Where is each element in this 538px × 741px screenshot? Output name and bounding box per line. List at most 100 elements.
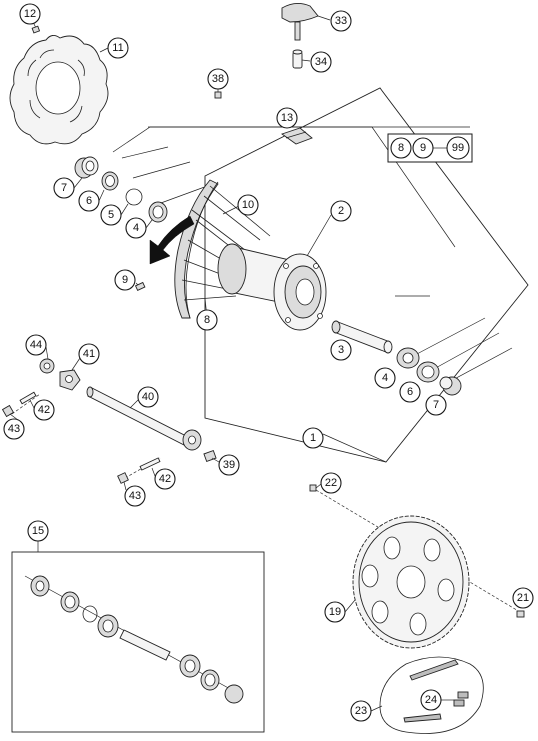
callout-4-left: 4 [125,217,147,239]
svg-text:42: 42 [159,473,171,485]
spacer-right [439,376,462,396]
adjuster-screw-lower [124,457,161,479]
callout-6-left: 6 [78,190,100,212]
chain-link [453,691,469,707]
shaft-seal-right [416,361,440,383]
callout-4-right: 4 [374,367,396,389]
svg-text:23: 23 [355,705,367,717]
svg-text:38: 38 [212,73,224,85]
svg-text:41: 41 [83,348,95,360]
svg-text:9: 9 [122,274,128,286]
callout-8: 8 [196,309,218,331]
wheel-spindle [86,386,202,451]
sprocket-nut [516,610,525,618]
callout-9: 9 [114,269,136,291]
svg-text:42: 42 [38,404,50,416]
callout-6-right: 6 [399,381,421,403]
callout-40: 40 [137,386,159,408]
callout-41: 41 [78,343,100,365]
svg-text:34: 34 [315,56,327,68]
callout-38: 38 [207,68,229,90]
callout-39: 39 [218,454,240,476]
bearing-left [148,201,168,223]
adjuster-locknut-lower [117,472,129,484]
svg-text:10: 10 [242,199,254,211]
callout-44: 44 [25,334,47,356]
svg-text:8: 8 [398,142,404,154]
callout-23: 23 [350,700,372,722]
svg-text:6: 6 [86,195,92,207]
svg-text:6: 6 [407,386,413,398]
wheel-hub [217,243,327,331]
svg-text:43: 43 [8,423,20,435]
svg-text:39: 39 [223,459,235,471]
svg-text:13: 13 [281,112,293,124]
wheel-rim [174,179,219,319]
svg-text:40: 40 [142,391,154,403]
svg-text:15: 15 [32,525,44,537]
callout-33: 33 [330,10,352,32]
svg-text:19: 19 [329,606,341,618]
svg-text:33: 33 [335,15,347,27]
callout-leaders [9,47,454,712]
adjuster-screw-upper [11,391,41,415]
callout-21: 21 [512,587,534,609]
svg-text:99: 99 [452,142,464,154]
spacer-left [74,156,99,179]
svg-text:4: 4 [382,372,388,384]
svg-text:3: 3 [338,344,344,356]
callout-43-lower: 43 [124,485,146,507]
kit-box-part-a: 8 [390,137,412,159]
svg-text:7: 7 [61,182,67,194]
callout-12: 12 [19,3,41,25]
callout-2: 2 [330,200,352,222]
callout-5: 5 [100,204,122,226]
svg-text:2: 2 [338,205,344,217]
shaft-seal-left [101,171,119,191]
svg-text:43: 43 [129,490,141,502]
callout-42-lower: 42 [154,468,176,490]
svg-text:4: 4 [133,222,139,234]
kit-box-result: 99 [446,136,470,160]
adjuster-block-lower [203,449,217,463]
brake-disc [9,35,109,145]
svg-text:7: 7 [433,399,439,411]
callout-13: 13 [276,107,298,129]
drive-chain [379,656,484,734]
svg-text:11: 11 [112,42,123,54]
bearing-kit-parts [24,575,244,704]
callout-19: 19 [324,601,346,623]
callout-7-right: 7 [425,394,447,416]
svg-text:12: 12 [24,8,36,20]
disc-screw [31,19,41,34]
svg-text:9: 9 [420,142,426,154]
small-nut [214,91,222,99]
callout-15: 15 [27,520,49,542]
callout-43-upper: 43 [3,418,25,440]
chain-slider [281,3,331,41]
rotation-direction-arrow-icon [149,215,195,265]
bearing-kit-box [11,541,265,733]
svg-text:8: 8 [204,314,210,326]
callout-7-left: 7 [53,177,75,199]
callout-24: 24 [420,689,442,711]
callout-11: 11 [107,37,129,59]
svg-text:24: 24 [425,694,437,706]
callout-34: 34 [310,51,332,73]
adjuster-nut-upper [39,358,55,374]
bearing-right [396,347,420,369]
svg-text:5: 5 [108,209,114,221]
circlip-left [125,188,143,206]
kit-box-part-b: 9 [412,137,434,159]
callout-42-upper: 42 [33,399,55,421]
callout-22: 22 [320,472,342,494]
svg-text:21: 21 [517,592,529,604]
spoke-set [281,127,313,145]
svg-text:44: 44 [30,339,42,351]
spoke-nipple [134,281,146,292]
distance-tube [331,320,393,354]
callout-10: 10 [237,194,259,216]
svg-text:22: 22 [325,477,337,489]
callout-1: 1 [302,427,324,449]
